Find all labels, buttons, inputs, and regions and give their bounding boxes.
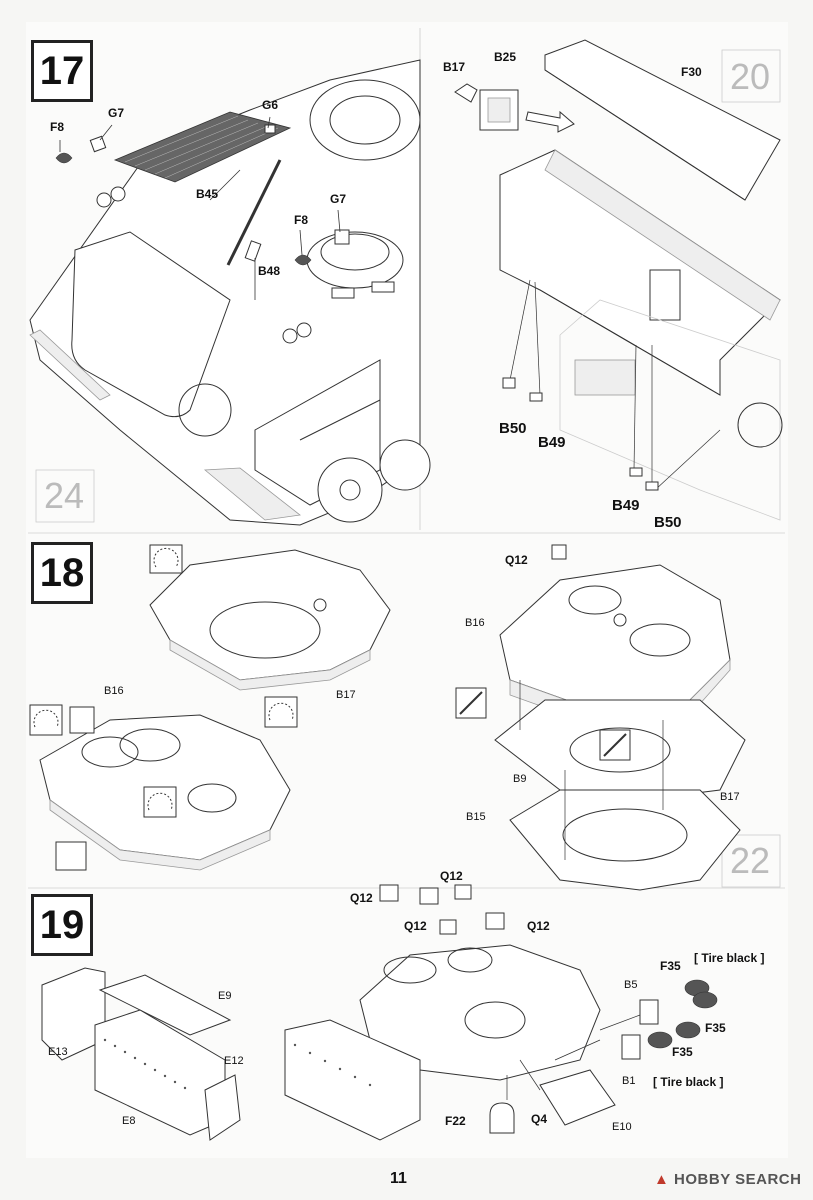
part-label-g6: G6 (262, 98, 279, 112)
paint-note-tire-black: [ Tire black ] (653, 1075, 724, 1089)
part-label-b50: B50 (654, 514, 682, 531)
part-label-b48: B48 (258, 264, 281, 278)
part-label-f8: F8 (50, 120, 65, 134)
step-number-17: 17 (31, 40, 93, 102)
part-label-f35: F35 (705, 1021, 726, 1035)
part-label-b15: B15 (466, 811, 486, 823)
ghost-step-number: 22 (730, 840, 771, 881)
part-label-f35: F35 (672, 1045, 693, 1059)
step17-hull-left (29, 59, 431, 526)
part-label-b17: B17 (720, 791, 740, 803)
part-label-e8: E8 (122, 1115, 136, 1127)
part-label-q12: Q12 (404, 919, 427, 933)
part-label-q12: Q12 (527, 919, 550, 933)
part-label-q12: Q12 (505, 553, 528, 567)
part-label-q4: Q4 (531, 1112, 548, 1126)
part-label-b1: B1 (622, 1075, 636, 1087)
part-label-g7: G7 (330, 192, 347, 206)
part-label-b50: B50 (499, 420, 527, 437)
part-label-b49: B49 (612, 497, 640, 514)
page-number: 11 (390, 1170, 407, 1187)
part-label-g7: G7 (108, 106, 125, 120)
part-label-b17: B17 (336, 689, 356, 701)
step19-bins-left (41, 967, 241, 1141)
part-label-q12: Q12 (350, 891, 373, 905)
part-label-f8: F8 (294, 213, 309, 227)
part-label-e13: E13 (48, 1046, 68, 1058)
part-label-b5: B5 (624, 979, 638, 991)
step18-turret-right (455, 544, 746, 891)
part-label-e10: E10 (612, 1121, 632, 1133)
part-label-b45: B45 (196, 187, 219, 201)
watermark: ▲ HOBBY SEARCH (654, 1171, 801, 1188)
part-label-e9: E9 (218, 990, 232, 1002)
paint-note-tire-black: [ Tire black ] (694, 951, 765, 965)
watermark-text: HOBBY SEARCH (674, 1171, 802, 1188)
step19-turret-right (284, 884, 718, 1141)
part-label-q12: Q12 (440, 869, 463, 883)
part-label-b25: B25 (494, 50, 517, 64)
part-label-f35: F35 (660, 959, 681, 973)
part-label-b16: B16 (465, 617, 485, 629)
ghost-step-number: 20 (730, 56, 771, 97)
ghost-step-number: 24 (44, 475, 85, 516)
part-label-b17: B17 (443, 60, 466, 74)
part-label-e12: E12 (224, 1055, 244, 1067)
part-label-b9: B9 (513, 773, 527, 785)
part-label-b16: B16 (104, 685, 124, 697)
step-number-18: 18 (31, 542, 93, 604)
part-label-b49: B49 (538, 434, 566, 451)
step-number-19: 19 (31, 894, 93, 956)
part-label-f30: F30 (681, 65, 702, 79)
step18-plates-left (29, 544, 391, 871)
watermark-logo-icon: ▲ (654, 1171, 670, 1188)
step17-rear-right (454, 39, 783, 521)
part-label-f22: F22 (445, 1114, 466, 1128)
